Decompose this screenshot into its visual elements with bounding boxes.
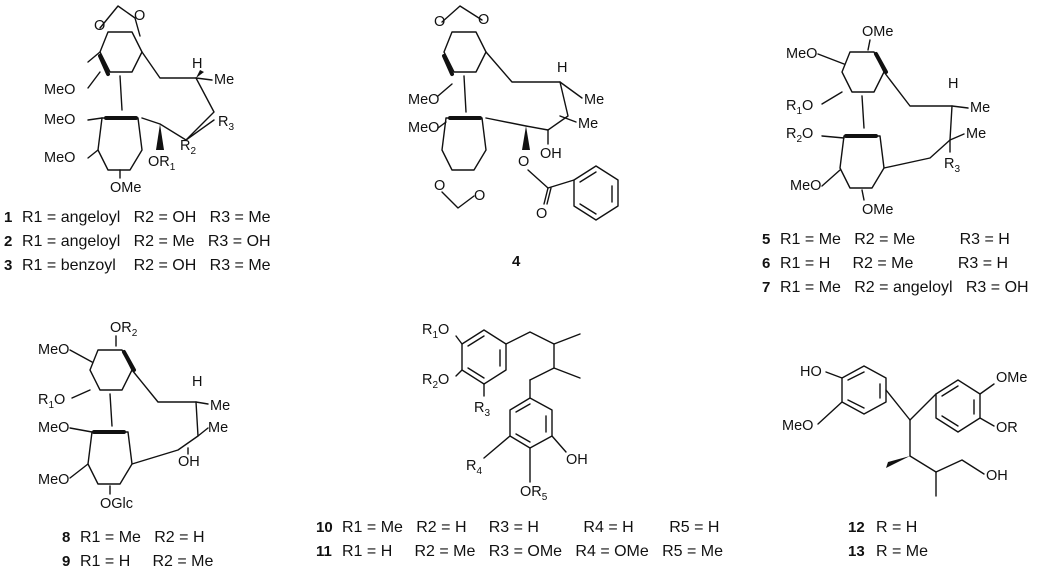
atom-me: Me (214, 72, 234, 88)
compound-number: 12 (848, 519, 865, 536)
atom-h: H (948, 76, 958, 92)
atom-o: O (134, 8, 145, 24)
compound-substituents: R1 = H R2 = Me R3 = OMe R4 = OMe R5 = Me (342, 543, 723, 560)
structure-10-11: R1O R2O R3 OH R4 OR5 (422, 322, 588, 503)
atom-o: O (434, 14, 445, 30)
atom-meo: MeO (782, 418, 813, 434)
atom-h: H (557, 60, 567, 76)
atom-r2o: R2O (422, 372, 449, 391)
legend-1-3: 1 R1 = angeloyl R2 = OH R3 = Me 2 R1 = a… (4, 209, 271, 274)
compound-substituents: R1 = angeloyl R2 = OH R3 = Me (22, 209, 271, 226)
atom-oh: OH (178, 454, 200, 470)
atom-r3: R3 (218, 114, 234, 133)
legend-10-11: 10 R1 = Me R2 = H R3 = H R4 = H R5 = H 1… (316, 519, 723, 560)
atom-meo: MeO (44, 82, 75, 98)
atom-me: Me (210, 398, 230, 414)
atom-me: Me (208, 420, 228, 436)
atom-o: O (94, 18, 105, 34)
atom-meo: MeO (786, 46, 817, 62)
atom-or1: OR1 (148, 154, 176, 173)
atom-ho: HO (800, 364, 822, 380)
atom-r1o: R1O (38, 392, 65, 411)
atom-h: H (192, 56, 202, 72)
atom-ome: OMe (862, 202, 893, 218)
compound-number: 7 (762, 279, 770, 296)
compound-substituents: R1 = H R2 = Me (80, 553, 213, 570)
structure-5-7: OMe MeO R1O R2O MeO OMe H Me Me R3 (786, 24, 990, 218)
atom-h: H (192, 374, 202, 390)
compound-number: 2 (4, 233, 12, 250)
atom-me: Me (970, 100, 990, 116)
atom-meo: MeO (408, 92, 439, 108)
atom-r3: R3 (474, 400, 490, 419)
atom-oglc: OGlc (100, 496, 133, 512)
atom-meo: MeO (408, 120, 439, 136)
atom-meo: MeO (790, 178, 821, 194)
atom-or: OR (996, 420, 1018, 436)
legend-4: 4 (512, 253, 521, 270)
compound-number: 13 (848, 543, 865, 560)
compound-number: 3 (4, 257, 12, 274)
atom-o: O (474, 188, 485, 204)
structure-8-9: OR2 MeO R1O MeO MeO OGlc H Me Me OH (38, 320, 230, 512)
compound-substituents: R1 = Me R2 = H R3 = H R4 = H R5 = H (342, 519, 719, 536)
structure-4: O O MeO MeO O O H Me Me OH O O (408, 5, 619, 222)
atom-meo: MeO (38, 472, 69, 488)
structure-1-3: O O MeO MeO MeO OMe H Me R3 OR1 R2 (44, 5, 234, 196)
compound-number: 1 (4, 209, 12, 226)
compound-number: 9 (62, 553, 70, 570)
compound-substituents: R1 = benzoyl R2 = OH R3 = Me (22, 257, 271, 274)
structure-12-13: HO MeO OMe OR OH (782, 364, 1027, 497)
compound-substituents: R1 = Me R2 = H (80, 529, 205, 546)
compound-number: 4 (512, 253, 521, 270)
atom-ome: OMe (862, 24, 893, 40)
compound-substituents: R = Me (876, 543, 928, 560)
atom-meo: MeO (44, 150, 75, 166)
compound-substituents: R1 = H R2 = Me R3 = H (780, 255, 1008, 272)
atom-ome: OMe (996, 370, 1027, 386)
compound-substituents: R = H (876, 519, 917, 536)
atom-or5: OR5 (520, 484, 548, 503)
atom-meo: MeO (44, 112, 75, 128)
atom-me: Me (584, 92, 604, 108)
atom-r1o: R1O (786, 98, 813, 117)
atom-r4: R4 (466, 458, 482, 477)
atom-r1o: R1O (422, 322, 449, 341)
compound-number: 10 (316, 519, 333, 536)
atom-oh: OH (540, 146, 562, 162)
atom-r3: R3 (944, 156, 960, 175)
atom-o: O (434, 178, 445, 194)
compound-number: 5 (762, 231, 770, 248)
atom-o: O (478, 12, 489, 28)
compound-substituents: R1 = Me R2 = Me R3 = H (780, 231, 1010, 248)
compound-number: 6 (762, 255, 770, 272)
atom-oh: OH (566, 452, 588, 468)
legend-8-9: 8 R1 = Me R2 = H 9 R1 = H R2 = Me (62, 529, 213, 570)
atom-ome: OMe (110, 180, 141, 196)
compound-substituents: R1 = Me R2 = angeloyl R3 = OH (780, 279, 1029, 296)
legend-12-13: 12 R = H 13 R = Me (848, 519, 928, 560)
atom-oh: OH (986, 468, 1008, 484)
compound-substituents: R1 = angeloyl R2 = Me R3 = OH (22, 233, 271, 250)
atom-me: Me (578, 116, 598, 132)
atom-meo: MeO (38, 420, 69, 436)
compound-number: 11 (316, 543, 332, 560)
atom-or2: OR2 (110, 320, 138, 339)
atom-r2: R2 (180, 138, 196, 157)
atom-o: O (518, 154, 529, 170)
atom-r2o: R2O (786, 126, 813, 145)
compound-number: 8 (62, 529, 70, 546)
legend-5-7: 5 R1 = Me R2 = Me R3 = H 6 R1 = H R2 = M… (762, 231, 1029, 296)
atom-me: Me (966, 126, 986, 142)
atom-meo: MeO (38, 342, 69, 358)
atom-o: O (536, 206, 547, 222)
